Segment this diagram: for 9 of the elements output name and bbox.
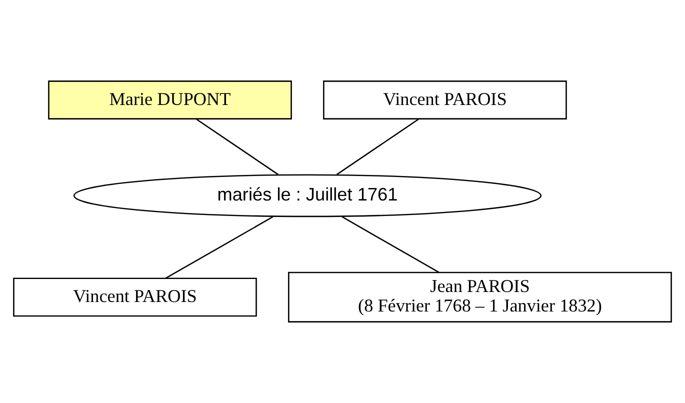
node-box: Marie DUPONT xyxy=(48,80,292,120)
node-box: Jean PAROIS (8 Février 1768 – 1 Janvier 1832) xyxy=(288,272,672,322)
connector xyxy=(166,216,274,279)
node-ellipse: mariés le : Juillet 1761 xyxy=(73,174,542,218)
node-box: Vincent PAROIS xyxy=(323,80,567,120)
connector xyxy=(196,118,279,176)
connector xyxy=(336,118,419,176)
connector xyxy=(342,216,440,273)
node-box: Vincent PAROIS xyxy=(13,278,257,317)
